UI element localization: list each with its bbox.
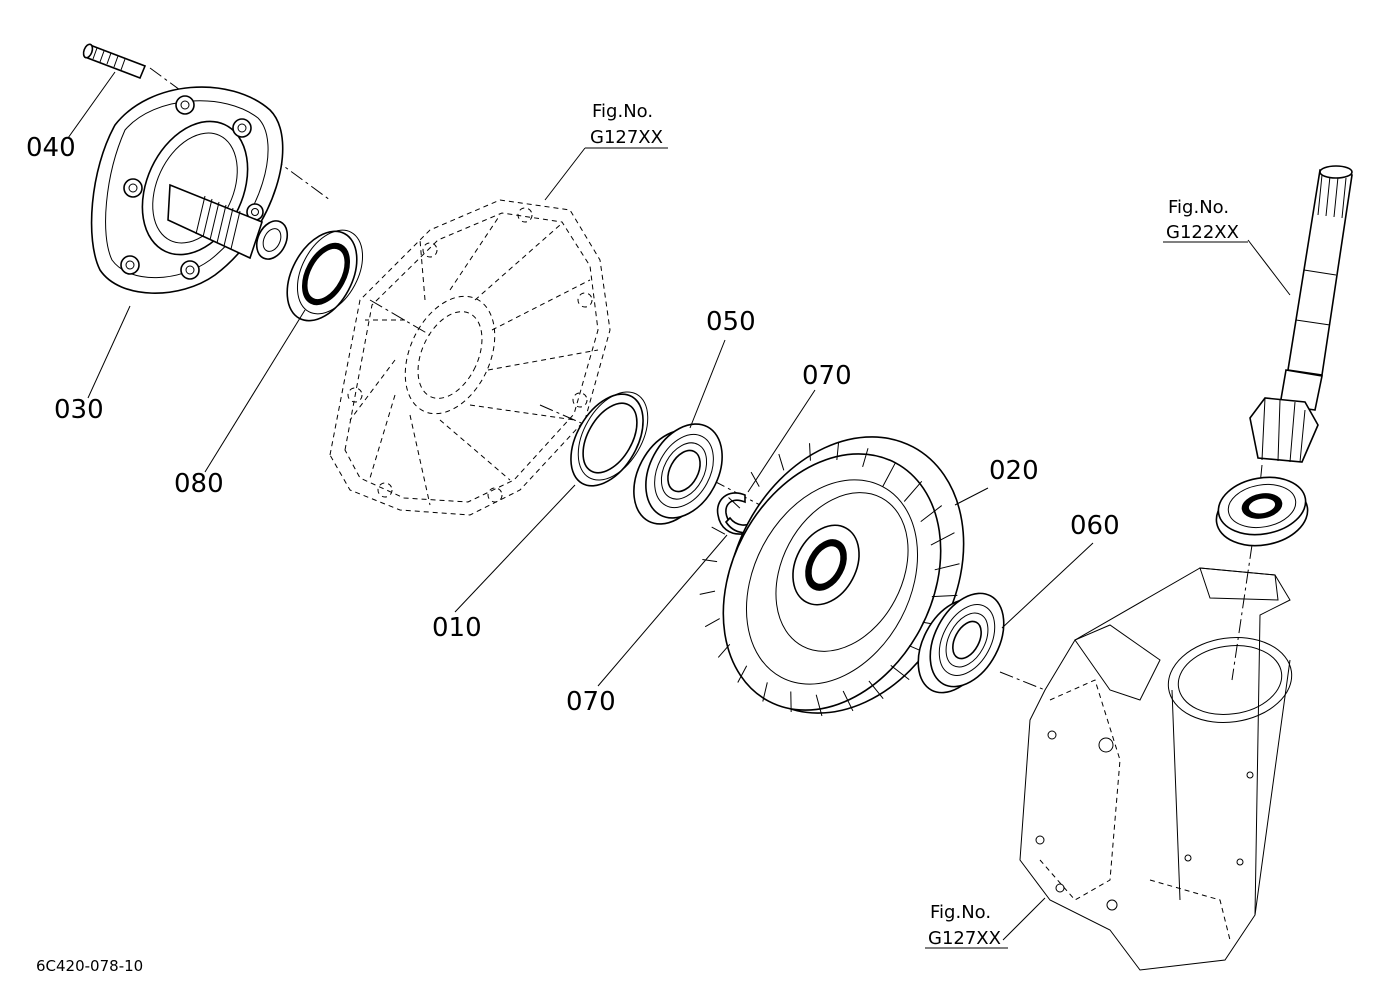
- ring-010[interactable]: [556, 380, 662, 498]
- callout-030: 030: [54, 395, 104, 425]
- figure-ref-shaft: Fig.No. G122XX: [1163, 197, 1248, 243]
- figure-ref-case-code: G127XX: [928, 928, 1001, 949]
- oil-seal-080[interactable]: [273, 219, 376, 332]
- cover-phantom: [329, 199, 611, 516]
- callout-040: 040: [26, 133, 76, 163]
- gear-teeth: [699, 441, 960, 717]
- assembly-axis: [149, 67, 1263, 691]
- callout-010: 010: [432, 613, 482, 643]
- callout-060: 060: [1070, 511, 1120, 541]
- figure-ref-case: Fig.No. G127XX: [925, 902, 1008, 949]
- stud-bolt-040[interactable]: [82, 43, 147, 80]
- callout-050: 050: [706, 307, 756, 337]
- flange-shaft-030[interactable]: [90, 86, 294, 294]
- callout-070-upper: 070: [802, 361, 852, 391]
- figure-ref-case-label: Fig.No.: [930, 902, 991, 923]
- gear-case-phantom: [1019, 567, 1293, 971]
- callout-070-lower: 070: [566, 687, 616, 717]
- bevel-gear-020[interactable]: [651, 395, 1011, 761]
- callout-080: 080: [174, 469, 224, 499]
- figure-ref-cover-code: G127XX: [590, 127, 663, 148]
- leader-lines: [67, 71, 1291, 941]
- figure-ref-cover: Fig.No. G127XX: [585, 101, 668, 149]
- bearing-060[interactable]: [903, 581, 1018, 705]
- pinion-bearing: [1215, 476, 1309, 547]
- figure-ref-cover-label: Fig.No.: [592, 101, 653, 122]
- document-id: 6C420-078-10: [36, 957, 143, 975]
- figure-ref-shaft-code: G122XX: [1166, 222, 1239, 243]
- pinion-shaft: [1249, 165, 1353, 463]
- callout-020: 020: [989, 456, 1039, 486]
- bearing-050[interactable]: [619, 411, 738, 537]
- figure-ref-shaft-label: Fig.No.: [1168, 197, 1229, 218]
